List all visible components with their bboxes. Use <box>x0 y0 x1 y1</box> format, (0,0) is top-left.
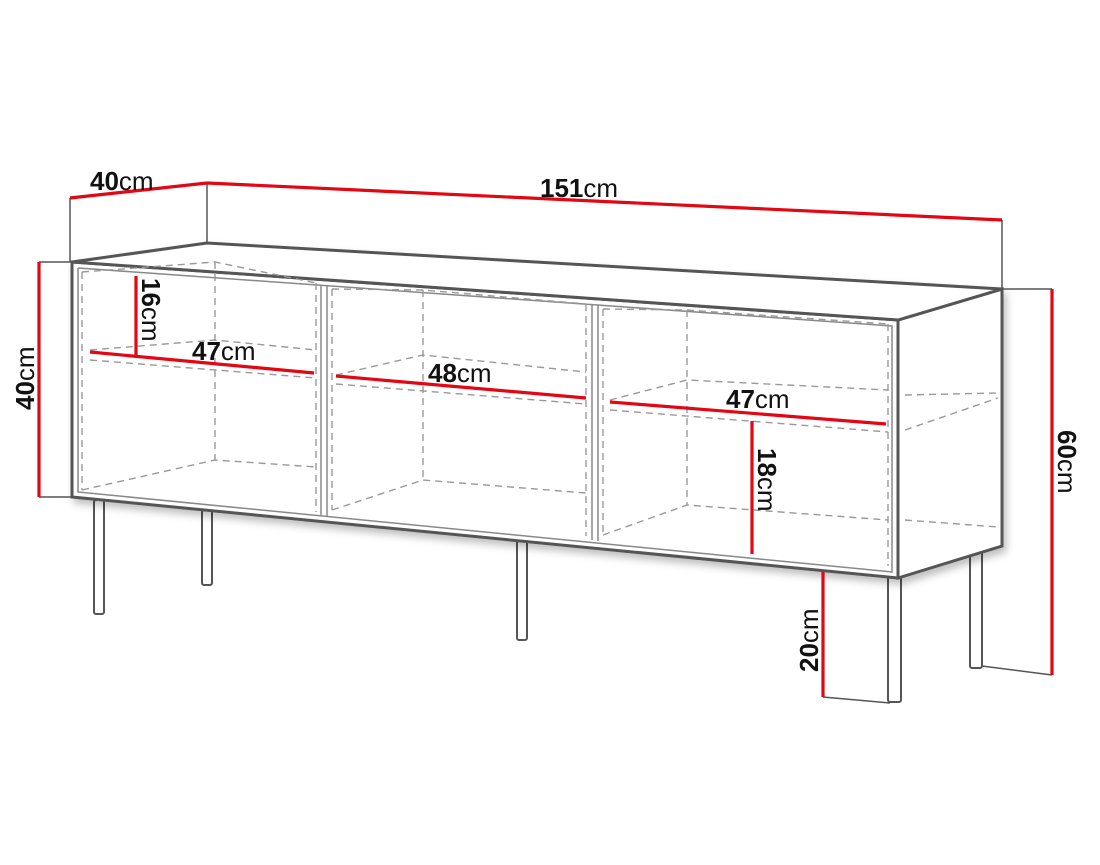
dim-width-line <box>206 181 1003 222</box>
label-width: 151cm <box>540 173 618 203</box>
label-depth: 40cm <box>90 166 154 196</box>
label-right-shelf: 47cm <box>726 384 790 414</box>
label-total-height: 60cm <box>1052 430 1082 494</box>
label-body-height: 40cm <box>10 346 40 410</box>
leg-back-right <box>969 547 983 669</box>
label-mid-shelf: 48cm <box>428 358 492 388</box>
leg-back-left <box>201 509 213 586</box>
dim-depth-line <box>69 181 208 200</box>
label-leg-height: 20cm <box>794 608 824 672</box>
leg-middle <box>516 539 528 641</box>
label-left-gap: 16cm <box>136 278 166 342</box>
label-left-shelf: 47cm <box>192 336 256 366</box>
leg-front-right <box>887 576 902 703</box>
hidden-lines <box>81 261 999 566</box>
dim-right-shelf-line <box>609 400 887 426</box>
compartment-frames <box>77 267 893 573</box>
dimension-lines <box>37 181 1054 697</box>
label-right-gap: 18cm <box>752 448 782 512</box>
cabinet-body <box>70 241 1004 581</box>
leg-front-left <box>93 499 105 615</box>
extension-lines <box>39 183 1053 704</box>
dim-mid-shelf-line <box>335 374 587 400</box>
dim-left-shelf-line <box>89 350 315 375</box>
legs <box>93 499 983 703</box>
